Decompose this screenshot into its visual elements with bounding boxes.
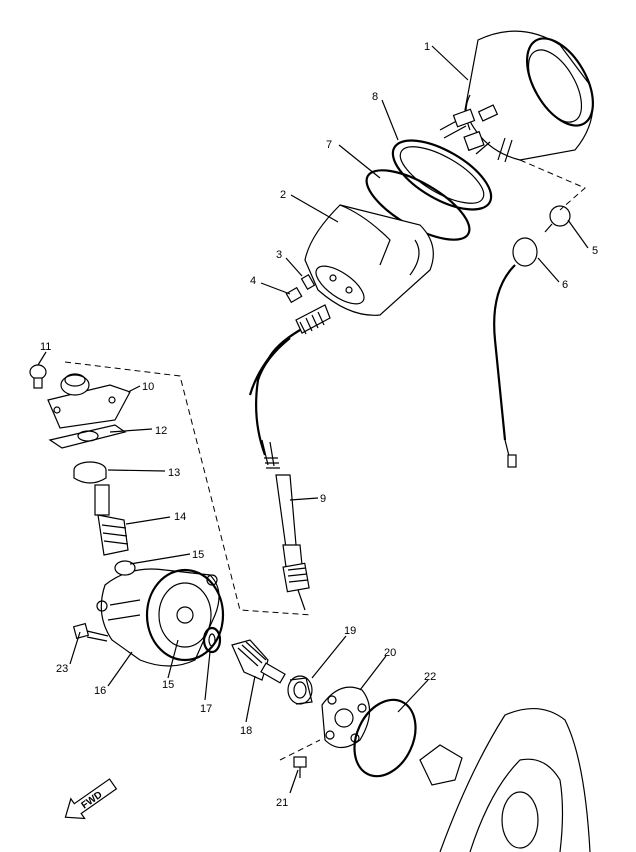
plate-screw bbox=[293, 756, 307, 778]
small-cable bbox=[493, 205, 571, 468]
callout-6: 6 bbox=[562, 279, 568, 291]
small-pin bbox=[285, 273, 316, 304]
callout-14: 14 bbox=[174, 511, 186, 523]
callout-labels: 1 8 7 2 3 4 5 6 11 10 12 13 9 14 15 19 2… bbox=[40, 41, 598, 809]
gasket-ring bbox=[391, 139, 493, 211]
callout-17: 17 bbox=[200, 703, 212, 715]
callout-12: 12 bbox=[155, 425, 167, 437]
collar bbox=[73, 461, 107, 484]
callout-2: 2 bbox=[280, 189, 286, 201]
callout-11: 11 bbox=[40, 341, 51, 353]
callout-18: 18 bbox=[240, 725, 252, 737]
callout-22: 22 bbox=[424, 671, 436, 683]
callout-5: 5 bbox=[592, 245, 598, 257]
driven-gear bbox=[231, 639, 286, 684]
callout-10: 10 bbox=[142, 381, 154, 393]
callout-16: 16 bbox=[94, 685, 106, 697]
callout-1: 1 bbox=[424, 41, 430, 53]
callout-9: 9 bbox=[320, 493, 326, 505]
forward-arrow: FWD bbox=[64, 778, 118, 820]
large-o-ring bbox=[353, 698, 417, 778]
callout-8: 8 bbox=[372, 91, 378, 103]
flange-gasket bbox=[48, 424, 127, 449]
meter-housing bbox=[439, 30, 595, 163]
housing-bolt bbox=[72, 622, 109, 642]
retainer-plate bbox=[321, 686, 371, 749]
callout-21: 21 bbox=[276, 797, 288, 809]
leader-lines bbox=[37, 45, 589, 794]
reference-lines bbox=[64, 159, 586, 761]
callout-15-upper: 15 bbox=[192, 549, 204, 561]
callout-19: 19 bbox=[344, 625, 356, 637]
engine-case bbox=[419, 707, 591, 852]
cover-flange bbox=[29, 364, 131, 429]
callout-15-lower: 15 bbox=[162, 679, 174, 691]
washer bbox=[202, 626, 222, 654]
callout-3: 3 bbox=[276, 249, 282, 261]
callout-20: 20 bbox=[384, 647, 396, 659]
callout-7: 7 bbox=[326, 139, 332, 151]
drive-shaft bbox=[94, 484, 129, 556]
callout-13: 13 bbox=[168, 467, 180, 479]
bushing bbox=[287, 675, 313, 705]
callout-23: 23 bbox=[56, 663, 68, 675]
cable-assembly bbox=[248, 304, 331, 611]
gearbox-housing bbox=[96, 560, 225, 667]
cylinder-body bbox=[304, 204, 434, 316]
callout-4: 4 bbox=[250, 275, 256, 287]
